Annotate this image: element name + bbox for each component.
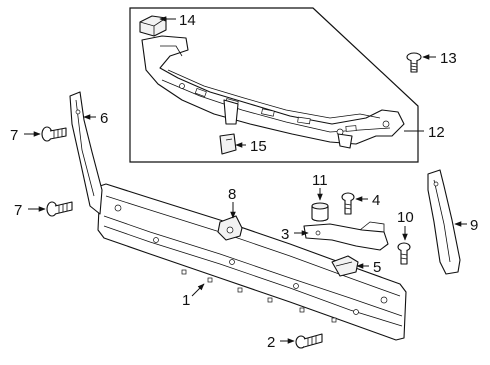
impact-bar-part: [97, 183, 407, 341]
leader-1: [191, 283, 205, 297]
callout-5: 5: [373, 259, 381, 276]
spacer-11-part: [311, 202, 329, 222]
leader-lines: [24, 16, 467, 344]
bolt-7-lower-part: [46, 201, 73, 217]
callout-4: 4: [372, 192, 380, 209]
callout-8: 8: [228, 186, 236, 203]
bolt-4-part: [341, 192, 355, 215]
callout-15: 15: [250, 138, 267, 155]
callout-10: 10: [397, 209, 414, 226]
right-bracket-9-part: [427, 169, 461, 275]
callout-14: 14: [179, 12, 196, 29]
bracket-3-part: [303, 221, 389, 251]
upper-tie-bar-part: [141, 35, 405, 149]
callout-12: 12: [428, 124, 445, 141]
callout-7-lower: 7: [14, 202, 22, 219]
bolt-13-part: [406, 52, 422, 73]
bolt-10-part: [397, 242, 411, 265]
callout-11: 11: [312, 172, 328, 189]
callout-1: 1: [182, 292, 190, 309]
clip-15-part: [219, 133, 237, 155]
callout-9: 9: [470, 217, 478, 234]
callout-7-upper: 7: [10, 127, 18, 144]
bolt-7-upper-part: [41, 126, 67, 142]
left-bracket-6-part: [69, 91, 103, 215]
callout-2: 2: [267, 334, 275, 351]
inset-frame: [129, 7, 419, 163]
bolt-2-part: [295, 333, 323, 349]
callout-labels: 14 13 12 15 6 7 7 8 11 4 3 10 9 5 1 2: [10, 12, 478, 351]
callout-13: 13: [440, 50, 457, 67]
clip-8-part: [217, 215, 243, 241]
callout-3: 3: [281, 226, 289, 243]
callout-6: 6: [100, 110, 108, 127]
